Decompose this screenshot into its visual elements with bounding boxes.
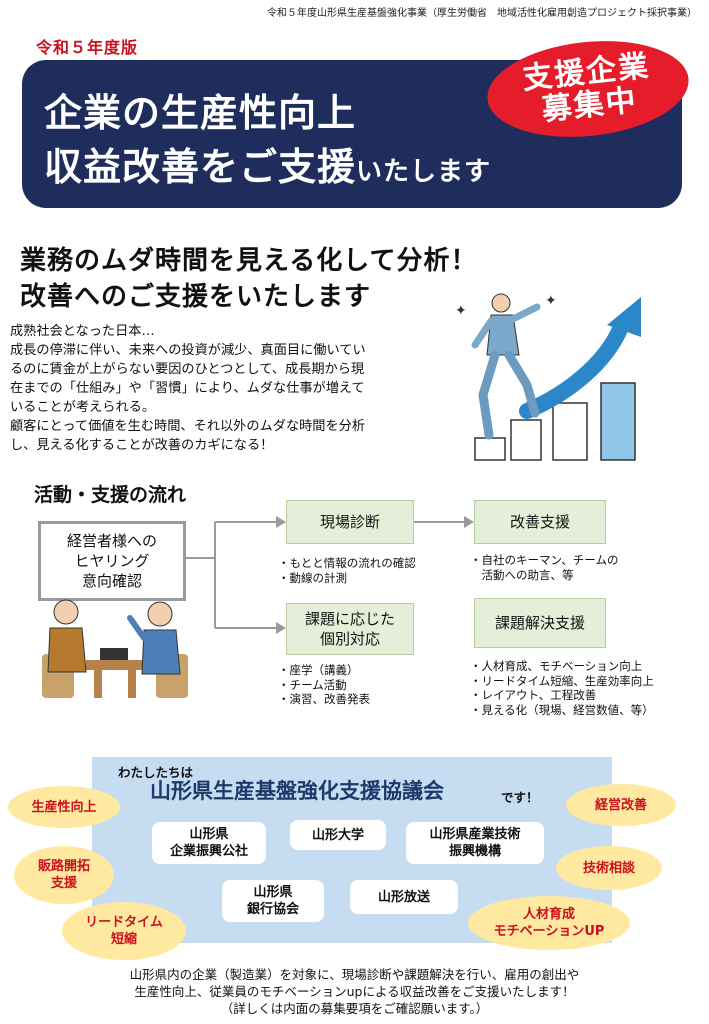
banner-title-small: いたします: [356, 157, 492, 187]
org-line: 振興機構: [448, 844, 501, 859]
bubble-text: モチベーションUP: [493, 924, 605, 939]
edition-label: 令和５年度版: [36, 38, 139, 57]
footer-line: 山形県内の企業（製造業）を対象に、現場診断や課題解決を行い、雇用の創出や: [129, 967, 580, 982]
intro-line: 顧客にとって価値を生む時間、それ以外のムダな時間を分析: [10, 419, 366, 434]
intro-line: 在までの「仕組み」や「習慣」により、ムダな仕事が増えて: [10, 381, 365, 396]
header-note: 令和５年度山形県生産基盤強化事業（厚生労働省 地域活性化雇用創造プロジェクト採択…: [267, 8, 697, 19]
bubble-text: 短縮: [110, 932, 137, 947]
step-improvement-support: 改善支援: [474, 500, 606, 544]
bullet: ・レイアウト、工程改善: [470, 688, 597, 702]
bullet: ・自社のキーマン、チームの: [470, 553, 619, 567]
org-line: 山形県産業技術: [429, 827, 521, 842]
step-label: 現場診断: [319, 513, 380, 531]
org-line: 山形県: [189, 827, 229, 842]
intro-line: 成長の停滞に伴い、未来への投資が減少、真面目に働いてい: [10, 343, 366, 358]
bubble-tech: 技術相談: [556, 846, 662, 890]
bubble-text: 支援: [50, 876, 77, 891]
bullet: ・座学（講義）: [278, 663, 359, 677]
headline-line1: 業務のムダ時間を見える化して分析！: [20, 246, 478, 276]
intro-line: いることが考えられる。: [10, 400, 156, 415]
org-industrial-technology-organization: 山形県産業技術 振興機構: [406, 822, 544, 864]
council-intro: わたしたちは: [118, 765, 194, 780]
svg-text:✦: ✦: [455, 303, 467, 319]
hearing-box: 経営者様への ヒヤリング 意向確認: [38, 521, 186, 601]
banner-title-line1: 企業の生産性向上: [44, 91, 357, 135]
badge-line2: 募集中: [540, 82, 640, 128]
step-label: 課題に応じた: [304, 610, 395, 628]
bubble-productivity: 生産性向上: [8, 786, 120, 828]
intro-line: 成熟社会となった日本…: [10, 324, 155, 339]
intro-line: るのに賃金が上がらない要因のひとつとして、成長期から現: [10, 362, 365, 377]
diagnosis-bullets: ・もとと情報の流れの確認 ・動線の計測: [278, 556, 416, 585]
council-suffix: です！: [501, 790, 539, 805]
bullet: ・もとと情報の流れの確認: [278, 556, 416, 570]
bullet: ・演習、改善発表: [278, 692, 370, 706]
step-label: 課題解決支援: [494, 614, 585, 632]
bubble-text: 生産性向上: [31, 799, 97, 815]
bullet: ・リードタイム短縮、生産効率向上: [470, 673, 654, 688]
footer-line: 生産性向上、従業員のモチベーションupによる収益改善をご支援いたします！: [134, 984, 575, 999]
flow-title: 活動・支援の流れ: [34, 484, 187, 506]
improvement-bullets: ・自社のキーマン、チームの 活動への助言、等: [470, 553, 618, 582]
bullet: 活動への助言、等: [470, 567, 574, 582]
bubble-text: リードタイム: [85, 915, 163, 930]
bubble-text: 経営改善: [594, 797, 647, 813]
bubble-sales-channel: 販路開拓 支援: [14, 846, 114, 904]
bullet: ・人材育成、モチベーション向上: [470, 659, 643, 673]
org-line: 山形県: [253, 885, 293, 900]
headline-line2: 改善へのご支援をいたします: [20, 282, 372, 312]
bubble-text: 技術相談: [582, 860, 635, 876]
intro-text: 成熟社会となった日本… 成長の停滞に伴い、未来への投資が減少、真面目に働いてい …: [10, 322, 442, 455]
banner-title-line2: 収益改善をご支援いたします: [44, 136, 491, 191]
org-line: 銀行協会: [246, 902, 299, 917]
step-label: 個別対応: [319, 630, 380, 648]
individual-bullets: ・座学（講義） ・チーム活動 ・演習、改善発表: [278, 663, 370, 707]
intro-line: し、見える化することが改善のカギになる！: [10, 438, 274, 453]
council-name: 山形県生産基盤強化支援協議会: [150, 779, 444, 803]
problem-solving-bullets: ・人材育成、モチベーション向上 ・リードタイム短縮、生産効率向上 ・レイアウト、…: [470, 659, 654, 717]
bullet: ・見える化（現場、経営数値、等）: [470, 702, 654, 717]
banner-title-main: 収益改善をご支援: [44, 145, 357, 189]
org-bankers-association: 山形県 銀行協会: [222, 880, 324, 922]
org-yamagata-industrial-promotion: 山形県 企業振興公社: [152, 822, 266, 864]
org-line: 企業振興公社: [169, 844, 248, 859]
meeting-illustration: [42, 599, 188, 698]
org-yamagata-university: 山形大学: [290, 820, 386, 850]
step-individual-response: 課題に応じた 個別対応: [286, 603, 414, 655]
bullet: ・チーム活動: [278, 677, 347, 692]
step-problem-solving: 課題解決支援: [474, 598, 606, 648]
org-line: 山形大学: [311, 827, 364, 843]
org-yamagata-broadcasting: 山形放送: [350, 880, 458, 914]
org-line: 山形放送: [377, 889, 430, 905]
bubble-text: 人材育成: [522, 907, 575, 922]
hearing-line: ヒヤリング: [74, 552, 150, 570]
bubble-management: 経営改善: [566, 784, 676, 826]
svg-text:✦: ✦: [545, 293, 557, 309]
footer-line: （詳しくは内面の募集要項をご確認願います。）: [220, 1001, 489, 1016]
flow-connectors: [180, 516, 474, 634]
hearing-line: 意向確認: [81, 572, 142, 590]
growth-illustration: ✦ ✦: [455, 293, 641, 461]
step-label: 改善支援: [509, 513, 570, 531]
bubble-text: 販路開拓: [37, 859, 90, 874]
step-onsite-diagnosis: 現場診断: [286, 500, 414, 544]
bullet: ・動線の計測: [278, 570, 347, 585]
hearing-line: 経営者様への: [66, 532, 157, 550]
bubble-lead-time: リードタイム 短縮: [62, 902, 186, 960]
footer-text: 山形県内の企業（製造業）を対象に、現場診断や課題解決を行い、雇用の創出や 生産性…: [0, 966, 709, 1017]
bubble-hr: 人材育成 モチベーションUP: [468, 896, 630, 950]
